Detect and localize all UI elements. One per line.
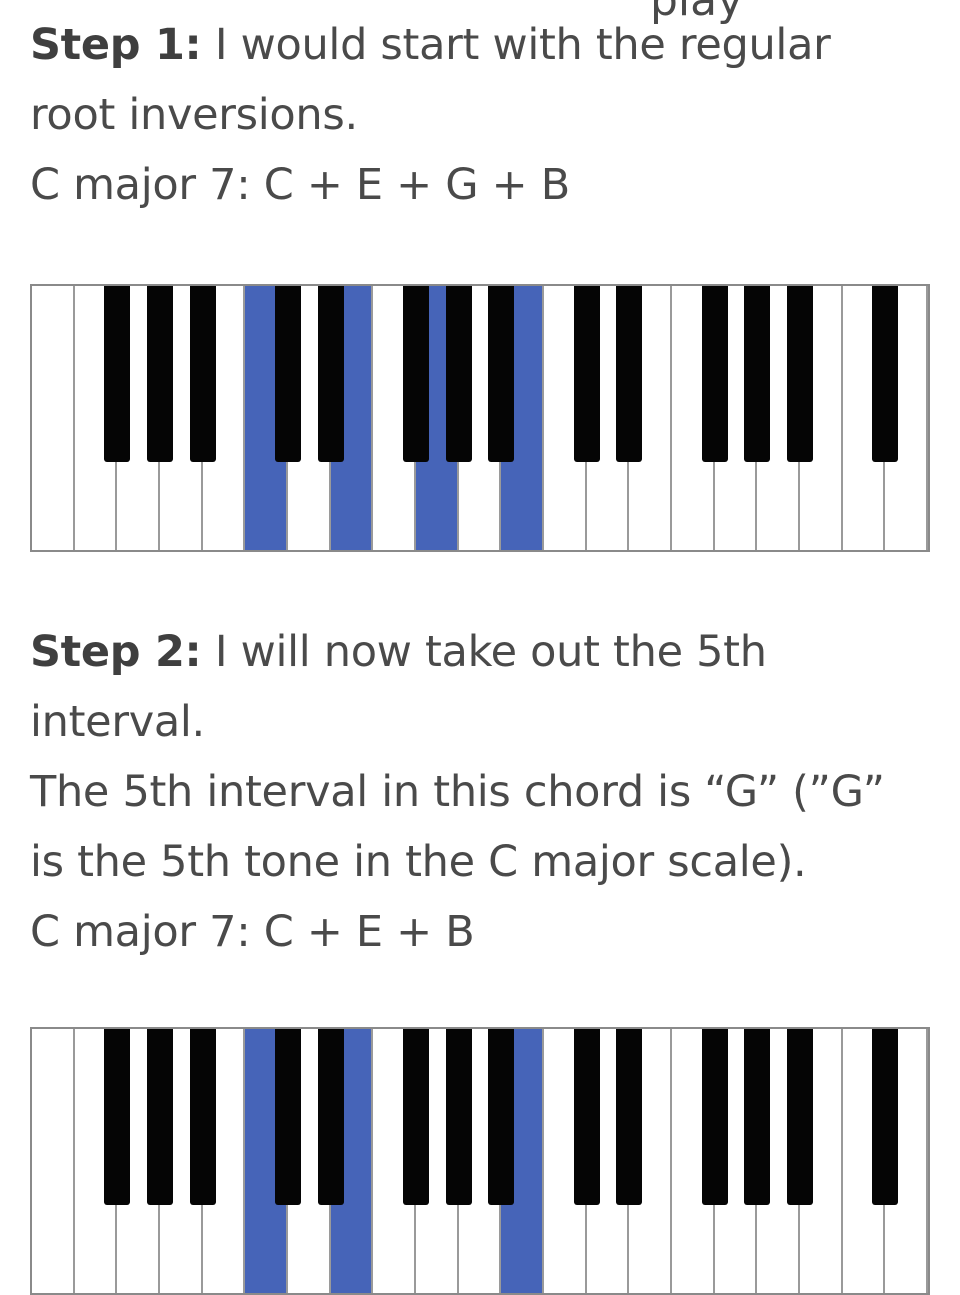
white-key-e [32, 1029, 75, 1293]
black-key [317, 286, 344, 462]
black-key [317, 1029, 344, 1205]
black-key [701, 286, 728, 462]
piano-keyboard-step2 [30, 1027, 930, 1295]
black-key [787, 286, 813, 462]
black-key [872, 286, 899, 462]
black-key [189, 1029, 216, 1205]
black-key [403, 1029, 429, 1205]
piano-keyboard-step1 [30, 284, 930, 552]
black-key [701, 1029, 728, 1205]
black-key [787, 1029, 813, 1205]
clipped-text: play [650, 0, 744, 26]
step2-explain2: is the 5th tone in the C major scale). [30, 837, 807, 887]
black-key [147, 1029, 173, 1205]
step1-text: I would start with the regular [201, 20, 831, 70]
black-key [104, 286, 131, 462]
step2-line1: Step 2: I will now take out the 5th [30, 617, 930, 687]
black-key [275, 1029, 301, 1205]
step2-line2: interval. [30, 697, 205, 747]
step1-chord: C major 7: C + E + G + B [30, 160, 570, 210]
black-key [872, 1029, 899, 1205]
step1-line1: Step 1: I would start with the regular [30, 10, 930, 80]
black-key [189, 286, 216, 462]
step1-paragraph: Step 1: I would start with the regular r… [30, 10, 930, 220]
black-key [147, 286, 173, 462]
black-key [573, 286, 600, 462]
black-key [445, 286, 472, 462]
step2-explain1: The 5th interval in this chord is “G” (”… [30, 767, 885, 817]
step2-chord: C major 7: C + E + B [30, 907, 475, 957]
black-key [104, 1029, 131, 1205]
black-key [488, 286, 515, 462]
step1-label: Step 1: [30, 20, 202, 70]
black-key [488, 1029, 515, 1205]
black-key [403, 286, 429, 462]
step1-line2: root inversions. [30, 90, 358, 140]
black-key [573, 1029, 600, 1205]
black-key [744, 1029, 771, 1205]
clipped-previous-text: play [30, 0, 743, 36]
black-key [616, 286, 643, 462]
black-key [275, 286, 301, 462]
step2-label: Step 2: [30, 627, 202, 677]
black-key [616, 1029, 643, 1205]
white-key-e [32, 286, 75, 550]
step2-paragraph: Step 2: I will now take out the 5th inte… [30, 617, 930, 967]
black-key [744, 286, 771, 462]
step2-text: I will now take out the 5th [201, 627, 767, 677]
black-key [445, 1029, 472, 1205]
